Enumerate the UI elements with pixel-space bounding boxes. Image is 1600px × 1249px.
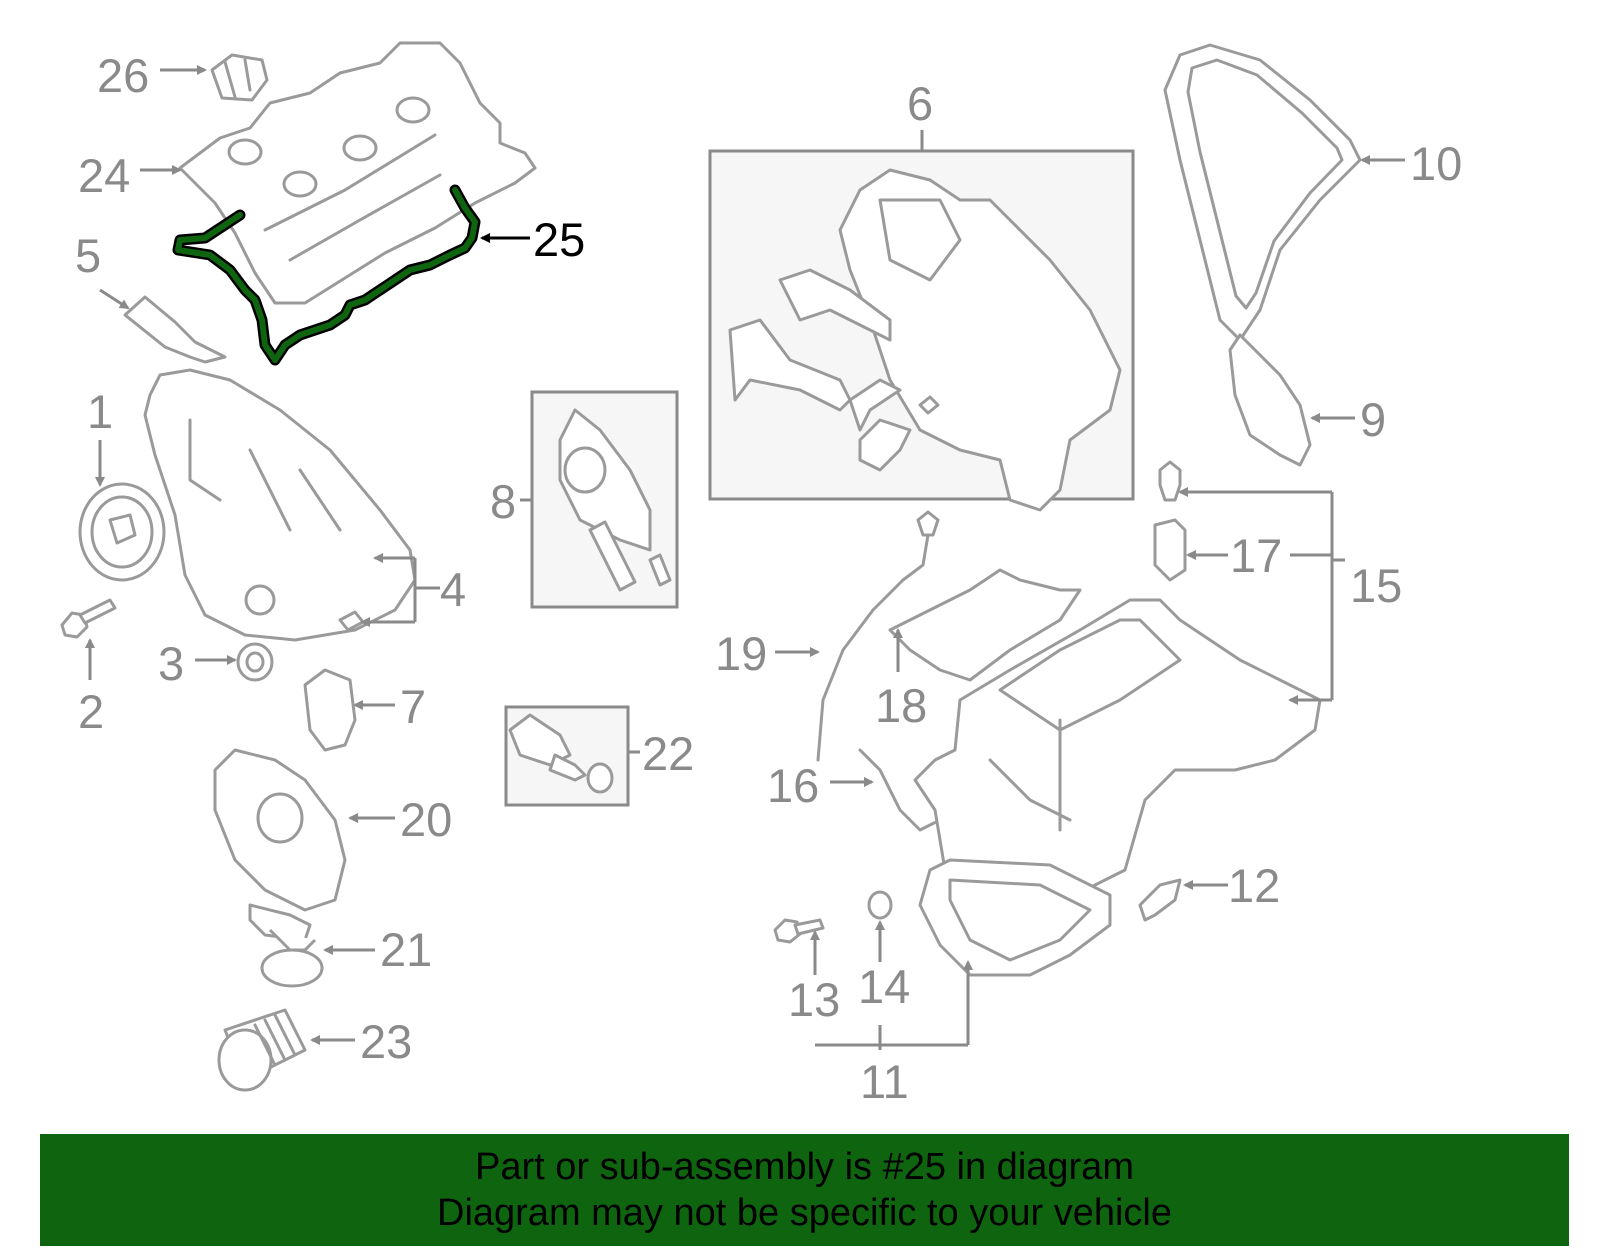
info-banner: Part or sub-assembly is #25 in diagram D… (40, 1134, 1569, 1246)
callout-14: 14 (858, 960, 910, 1013)
callout-5: 5 (75, 229, 101, 282)
callout-20: 20 (400, 793, 452, 846)
part-22-sensor[interactable] (504, 705, 630, 807)
part-25-valve-cover-gasket[interactable] (172, 184, 481, 366)
callout-15: 15 (1350, 559, 1402, 612)
part-10-timing-chain[interactable] (1163, 43, 1362, 342)
callout-24: 24 (78, 149, 130, 202)
callout-10: 10 (1410, 137, 1462, 190)
part-18-baffle[interactable] (888, 568, 1082, 682)
part-23-oil-filter[interactable] (217, 1008, 307, 1092)
callout-16: 16 (767, 759, 819, 812)
part-6-timing-cover-set[interactable] (708, 149, 1135, 512)
part-14-washer[interactable] (867, 890, 893, 920)
part-12-drain-plug[interactable] (1138, 878, 1182, 922)
callout-17: 17 (1230, 529, 1282, 582)
part-9-gasket[interactable] (1228, 333, 1312, 467)
part-8-water-pump[interactable] (530, 390, 679, 609)
callout-13: 13 (788, 973, 840, 1026)
part-3-seal[interactable] (236, 642, 274, 682)
callout-18: 18 (875, 679, 927, 732)
callout-12: 12 (1228, 859, 1280, 912)
leader-lines (85, 65, 1405, 1050)
part-13-bolt[interactable] (773, 918, 825, 944)
callout-21: 21 (380, 923, 432, 976)
callout-4: 4 (440, 563, 466, 616)
callout-11: 11 (860, 1055, 909, 1108)
part-20-oil-pump[interactable] (213, 748, 347, 912)
part-4-timing-cover[interactable] (143, 368, 417, 642)
part-26-oil-cap[interactable] (210, 53, 269, 102)
callout-8: 8 (490, 475, 516, 528)
callout-19: 19 (715, 627, 767, 680)
part-7-cover[interactable] (303, 668, 357, 752)
callout-6: 6 (907, 77, 933, 130)
callout-labels: 26 24 25 5 1 2 3 4 7 20 21 23 8 22 6 10 … (75, 49, 1462, 1108)
part-11-lower-oil-pan[interactable] (918, 858, 1112, 977)
part-2-bolt[interactable] (60, 598, 117, 639)
part-17-sensor[interactable] (1153, 460, 1187, 582)
callout-1: 1 (87, 385, 113, 438)
banner-line-1: Part or sub-assembly is #25 in diagram (475, 1146, 1134, 1188)
part-19-dipstick[interactable] (816, 510, 940, 762)
callout-7: 7 (400, 680, 426, 733)
callout-25: 25 (533, 213, 585, 266)
part-21-strainer[interactable] (248, 903, 324, 988)
part-1-crank-pulley[interactable] (78, 482, 166, 582)
part-15-oil-pan[interactable] (913, 598, 1322, 912)
callout-26: 26 (97, 49, 149, 102)
part-24-valve-cover[interactable] (178, 41, 537, 305)
callout-3: 3 (158, 637, 184, 690)
callout-23: 23 (360, 1015, 412, 1068)
callout-22: 22 (642, 727, 694, 780)
callout-2: 2 (78, 685, 104, 738)
part-5-bracket[interactable] (123, 295, 227, 364)
banner-line-2: Diagram may not be specific to your vehi… (437, 1192, 1172, 1234)
callout-9: 9 (1360, 393, 1386, 446)
